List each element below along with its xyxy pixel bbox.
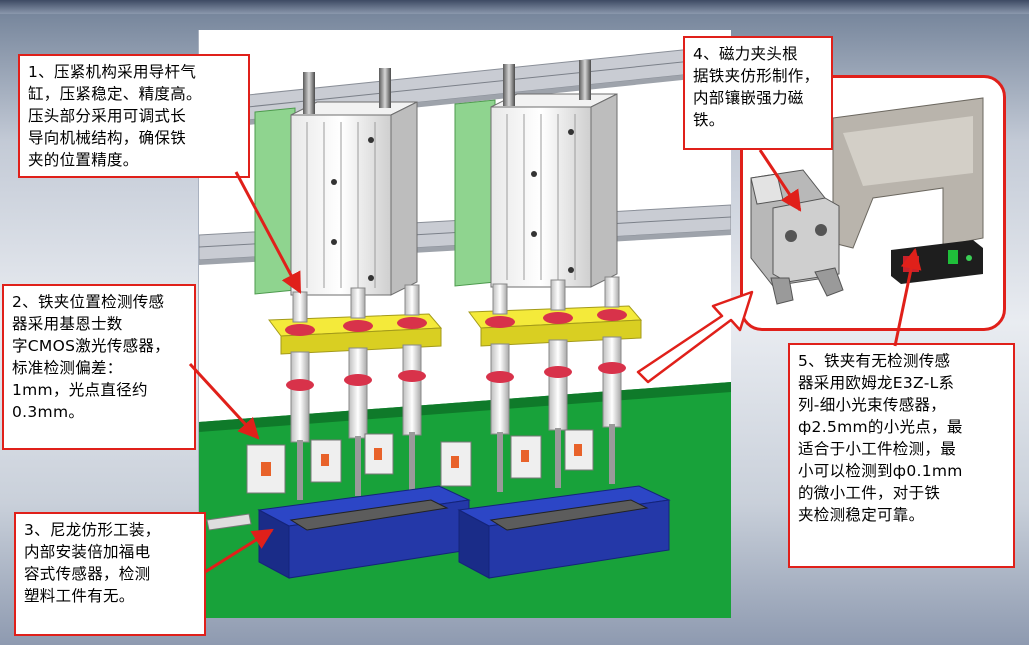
callout-5: 5、铁夹有无检测传感 器采用欧姆龙E3Z-L系 列-细小光束传感器， ф2.5m… [788, 343, 1015, 568]
machine-drawing [199, 44, 731, 618]
callout-3: 3、尼龙仿形工装， 内部安装倍加福电 容式传感器，检测 塑料工件有无。 [14, 512, 206, 636]
top-bar [0, 0, 1029, 14]
callout-4: 4、磁力夹头根 据铁夹仿形制作， 内部镶嵌强力磁 铁。 [683, 36, 833, 150]
callout-2: 2、铁夹位置检测传感 器采用基恩士数 字CMOS激光传感器， 标准检测偏差： 1… [2, 284, 196, 450]
press-unit-left [206, 68, 471, 579]
machine-illustration [198, 30, 731, 618]
press-unit-right [440, 60, 671, 579]
callout-1: 1、压紧机构采用导杆气 缸，压紧稳定、精度高。 压头部分采用可调式长 导向机械结… [18, 54, 250, 178]
